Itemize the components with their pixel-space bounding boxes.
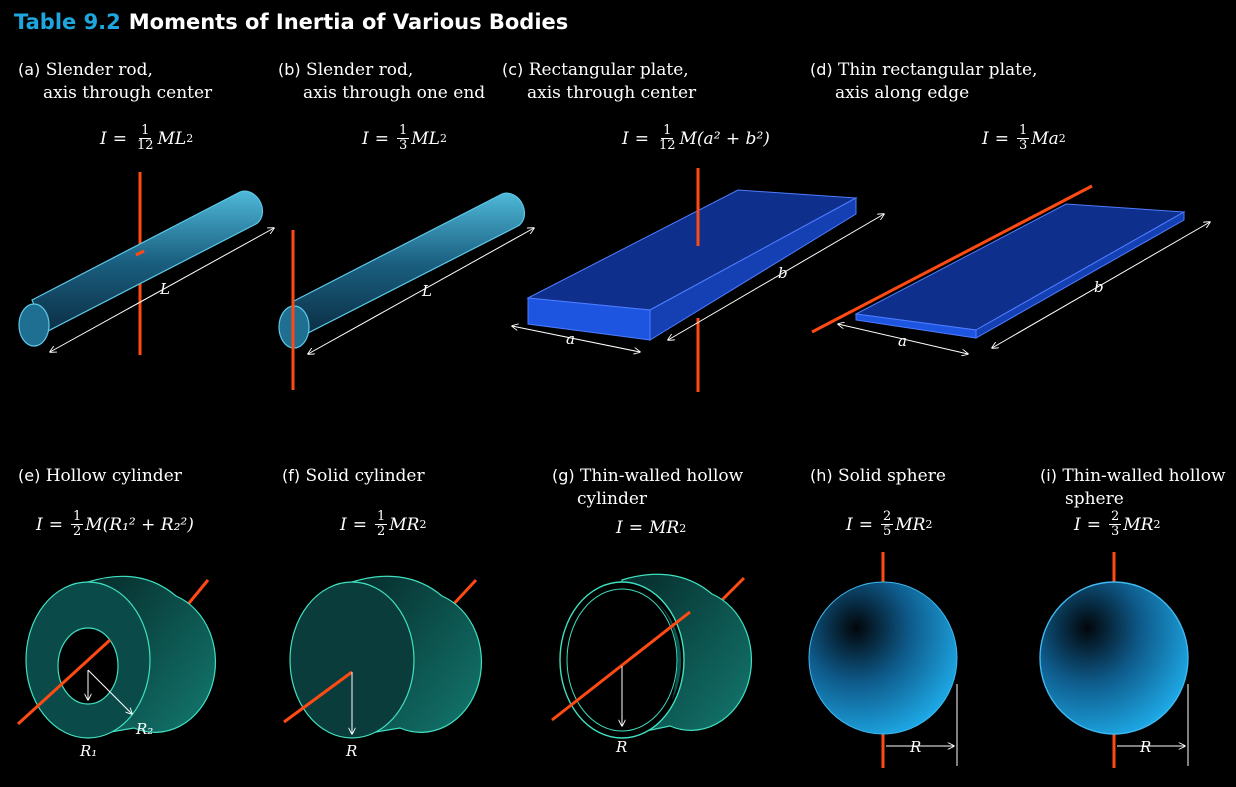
figure-g-thin-cylinder: R (551, 573, 753, 756)
figure-f-solid-cylinder: R (283, 575, 483, 760)
table-number: Table 9.2 (14, 10, 121, 34)
caption-f: (f) Solid cylinder (282, 466, 425, 486)
label-L-a: L (159, 280, 170, 298)
caption-h: (h) Solid sphere (810, 466, 946, 486)
caption-d: (d) Thin rectangular plate,axis along ed… (810, 60, 1038, 103)
axis-e (16, 638, 112, 726)
dim-line-d-a (838, 324, 968, 354)
label-R-f: R (345, 742, 357, 760)
axis-g (551, 610, 691, 722)
label-R2: R₂ (135, 720, 153, 738)
figure-c-plate: a b (512, 168, 884, 392)
sphere-i (1039, 581, 1189, 735)
figure-d-plate: a b (811, 184, 1210, 354)
label-L-b: L (421, 282, 432, 300)
label-b-c: b (778, 264, 788, 282)
figure-i-hollow-sphere: R (1039, 552, 1189, 768)
axis-d (811, 184, 1093, 334)
axis-f (283, 670, 353, 724)
rod-b-body (291, 192, 526, 335)
label-R-i: R (1139, 738, 1151, 756)
dim-line-d-b (992, 222, 1210, 348)
cylinder-f-face (289, 581, 415, 739)
table-title: Table 9.2 Moments of Inertia of Various B… (14, 10, 568, 34)
figure-b-rod: L (278, 192, 534, 390)
label-b-d: b (1094, 278, 1104, 296)
figure-a-rod: L (18, 172, 274, 355)
label-R-h: R (909, 738, 921, 756)
dim-line-c-a (512, 326, 640, 352)
caption-e: (e) Hollow cylinder (18, 466, 182, 486)
dim-line-a (50, 228, 274, 352)
label-R1: R₁ (79, 742, 97, 760)
dim-line-b (308, 228, 534, 354)
caption-c: (c) Rectangular plate,axis through cente… (502, 60, 697, 103)
rod-a-end (18, 303, 50, 347)
figure-h-solid-sphere: R (808, 552, 958, 768)
dim-line-c-b (668, 214, 884, 340)
rod-a-body (31, 190, 264, 333)
caption-a: (a) Slender rod,axis through center (18, 60, 213, 103)
label-a-c: a (566, 330, 575, 348)
sphere-h (808, 581, 958, 735)
label-R-g: R (615, 738, 627, 756)
cylinder-g-face (559, 581, 685, 739)
table-heading: Moments of Inertia of Various Bodies (128, 10, 569, 34)
figure-e-hollow-cylinder: R₁ R₂ (16, 575, 217, 760)
label-a-d: a (898, 332, 907, 350)
caption-b: (b) Slender rod,axis through one end (278, 60, 486, 103)
